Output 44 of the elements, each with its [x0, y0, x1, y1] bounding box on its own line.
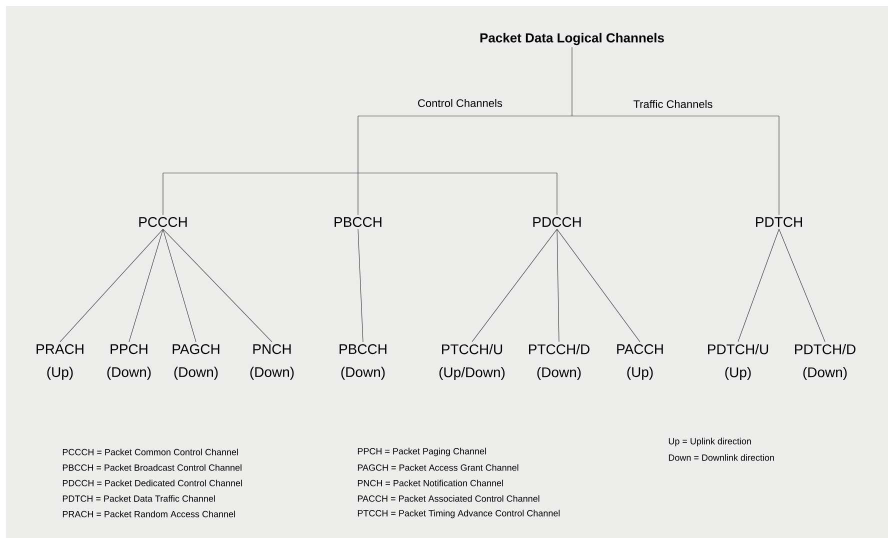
connector-line: [778, 116, 780, 216]
channel-label: PACCH (Up): [617, 344, 663, 380]
connector-line: [162, 172, 164, 216]
channel-label: PNCH (Down): [250, 344, 294, 380]
connector-line: [738, 228, 780, 342]
channel-label: PDTCH/U (Up): [708, 344, 768, 380]
connector-line: [778, 228, 826, 342]
connector-line: [128, 228, 164, 342]
definition-text: Down = Downlink direction: [668, 454, 774, 461]
channel-label: PDCCH: [533, 217, 581, 227]
definition-text: PACCH = Packet Associated Control Channel: [358, 495, 540, 502]
connector-line: [556, 172, 558, 216]
channel-label: PPCH (Down): [107, 344, 151, 380]
connector-line: [472, 228, 558, 342]
connector-line: [556, 228, 640, 342]
channel-label: PCCCH: [139, 217, 187, 227]
channel-label: PDTCH/D (Down): [795, 344, 856, 380]
connector-line: [162, 228, 272, 342]
channel-label: PTCCH/D (Down): [529, 344, 590, 380]
channel-label: PRACH (Up): [36, 344, 84, 380]
definition-text: PRACH = Packet Random Access Channel: [62, 510, 235, 518]
definition-text: PDTCH = Packet Data Traffic Channel: [62, 495, 215, 502]
connector-line: [358, 46, 780, 116]
definition-text: Up = Uplink direction: [668, 438, 751, 446]
connector-line: [60, 228, 164, 342]
channel-label: PBCCH: [334, 217, 382, 227]
channel-label: PTCCH/U (Up/Down): [439, 344, 505, 380]
definition-text: PBCCH = Packet Broadcast Control Channel: [62, 464, 242, 471]
definition-text: PCCCH = Packet Common Control Channel: [62, 448, 238, 456]
title-label: Packet Data Logical Channels: [480, 32, 664, 46]
channel-label: PDTCH: [756, 217, 802, 227]
definition-text: PPCH = Packet Paging Channel: [358, 448, 486, 456]
channel-label: PAGCH (Down): [172, 344, 220, 380]
edge-label: Traffic Channels: [634, 100, 712, 108]
edge-label: Control Channels: [418, 98, 502, 108]
definition-text: PNCH = Packet Notification Channel: [358, 480, 503, 486]
connector-line: [162, 116, 558, 174]
definition-text: PDCCH = Packet Dedicated Control Channel: [62, 480, 242, 486]
connector-line: [556, 228, 560, 342]
definition-text: PAGCH = Packet Access Grant Channel: [358, 464, 518, 471]
definition-text: PTCCH = Packet Timing Advance Control Channel: [358, 510, 560, 518]
channel-label: PBCCH (Down): [340, 344, 386, 380]
connector-line: [162, 228, 196, 342]
connector-line: [358, 228, 364, 342]
